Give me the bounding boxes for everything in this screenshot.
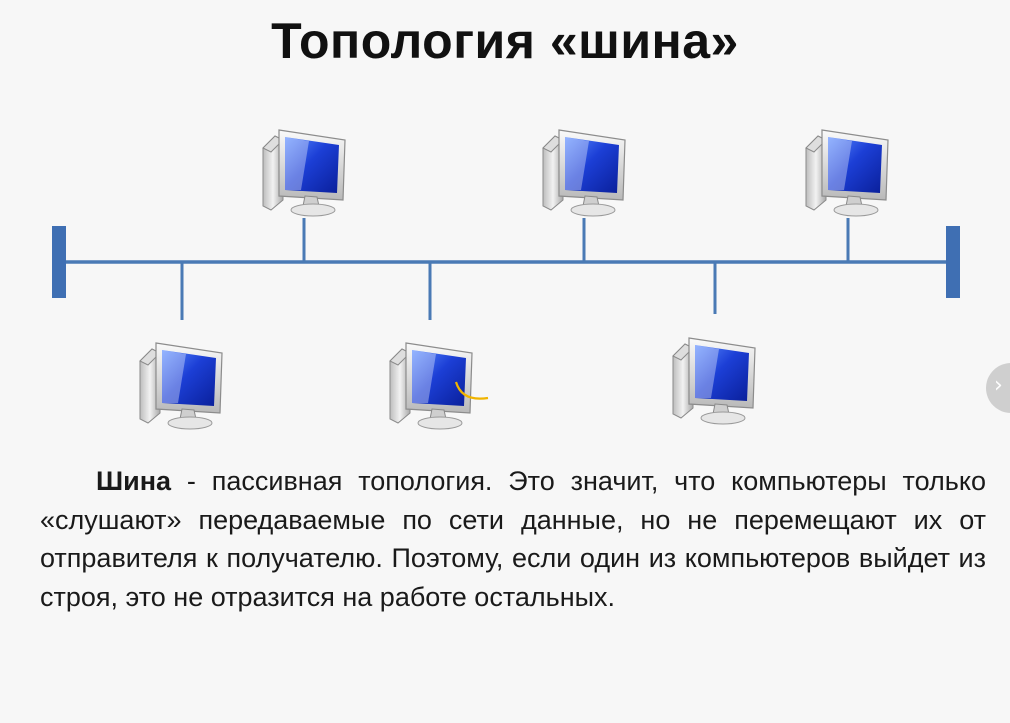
bus-topology-diagram xyxy=(52,129,960,430)
description-text: Шина - пассивная топология. Это значит, … xyxy=(40,462,986,616)
computer-icon xyxy=(672,337,756,425)
computer-icon xyxy=(542,129,626,217)
bus-term: Шина xyxy=(96,466,172,496)
computer-icon xyxy=(389,342,473,430)
terminator-left xyxy=(52,226,66,298)
chevron-right-icon: › xyxy=(994,373,1003,398)
computer-icon xyxy=(262,129,346,217)
page-title: Топология «шина» xyxy=(271,13,739,69)
terminator-right xyxy=(946,226,960,298)
computer-icon xyxy=(139,342,223,430)
computer-icon xyxy=(805,129,889,217)
description-body: - пассивная топология. Это значит, что к… xyxy=(40,466,986,612)
cursor-arc-icon xyxy=(454,381,489,400)
